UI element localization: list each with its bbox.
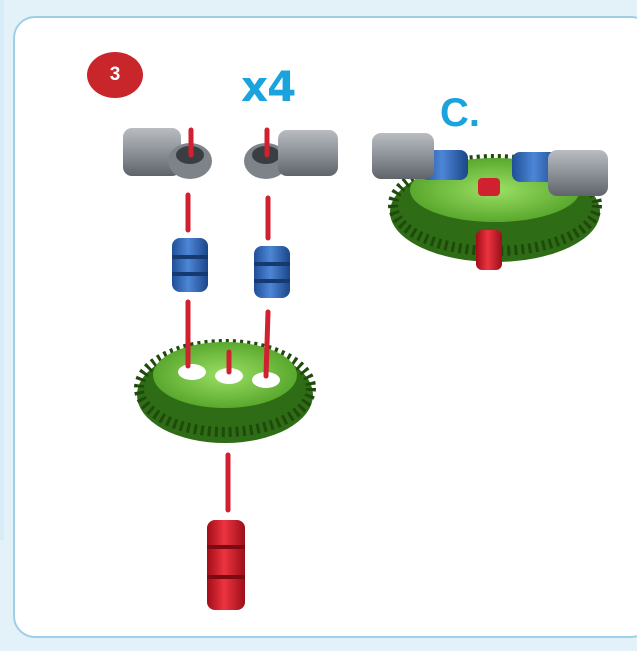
gray-connector-left — [123, 128, 212, 179]
green-gear — [137, 342, 313, 443]
blue-spacer-left — [172, 238, 208, 292]
gray-connector-right — [244, 130, 338, 179]
red-axle — [207, 520, 245, 610]
assembled-gear-c — [372, 133, 608, 270]
blue-spacer-right — [254, 246, 290, 298]
assembly-guide-lines — [188, 130, 268, 510]
